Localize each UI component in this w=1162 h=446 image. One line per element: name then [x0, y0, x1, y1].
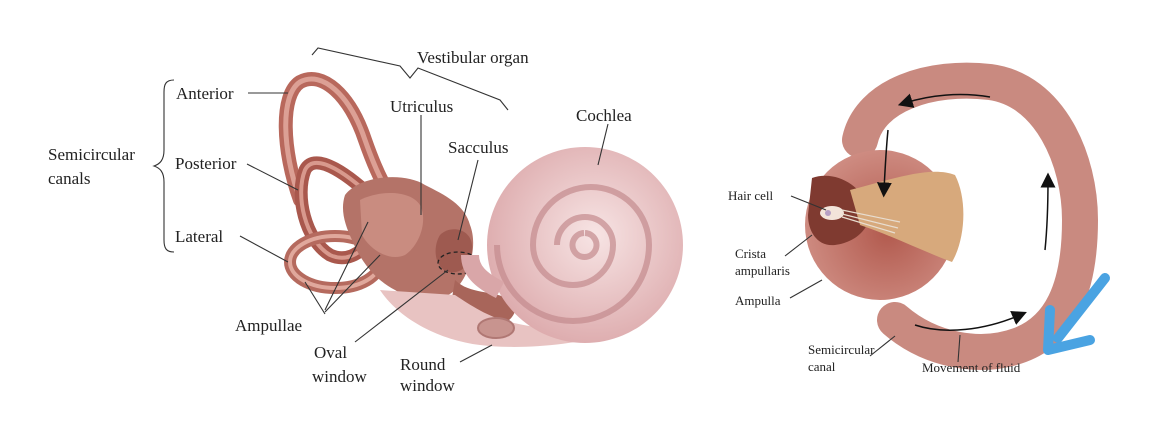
label-crista: Crista [735, 246, 766, 261]
label-vestibular-organ: Vestibular organ [417, 48, 529, 67]
label-utriculus: Utriculus [390, 97, 453, 116]
inner-ear-figure [152, 47, 683, 363]
vestibular-organ-bracket [311, 47, 509, 111]
label-canals: canals [48, 169, 90, 188]
label-semicircular-canal: Semicircular [808, 342, 875, 357]
canal-ring [842, 62, 1099, 370]
label-semicircular: Semicircular [48, 145, 135, 164]
canal-figure [784, 62, 1099, 370]
label-ampulla: Ampulla [735, 293, 781, 308]
label-ampullae: Ampullae [235, 316, 302, 335]
label-round-window: window [400, 376, 456, 395]
label-sacculus: Sacculus [448, 138, 508, 157]
label-oval-window: window [312, 367, 368, 386]
round-window-shape [477, 317, 515, 339]
label-movement-of-fluid: Movement of fluid [922, 360, 1021, 375]
hair-cell-shape [820, 206, 844, 220]
cochlea-shape [461, 147, 683, 343]
pointer-arrow-icon [1043, 273, 1110, 355]
label-lateral: Lateral [175, 227, 223, 246]
label-posterior: Posterior [175, 154, 237, 173]
label-anterior: Anterior [176, 84, 234, 103]
label-canal: canal [808, 359, 836, 374]
label-oval: Oval [314, 343, 347, 362]
label-ampullaris: ampullaris [735, 263, 790, 278]
label-hair-cell: Hair cell [728, 188, 774, 203]
semicircular-canals-bracket [152, 79, 175, 253]
label-cochlea: Cochlea [576, 106, 632, 125]
label-round: Round [400, 355, 446, 374]
